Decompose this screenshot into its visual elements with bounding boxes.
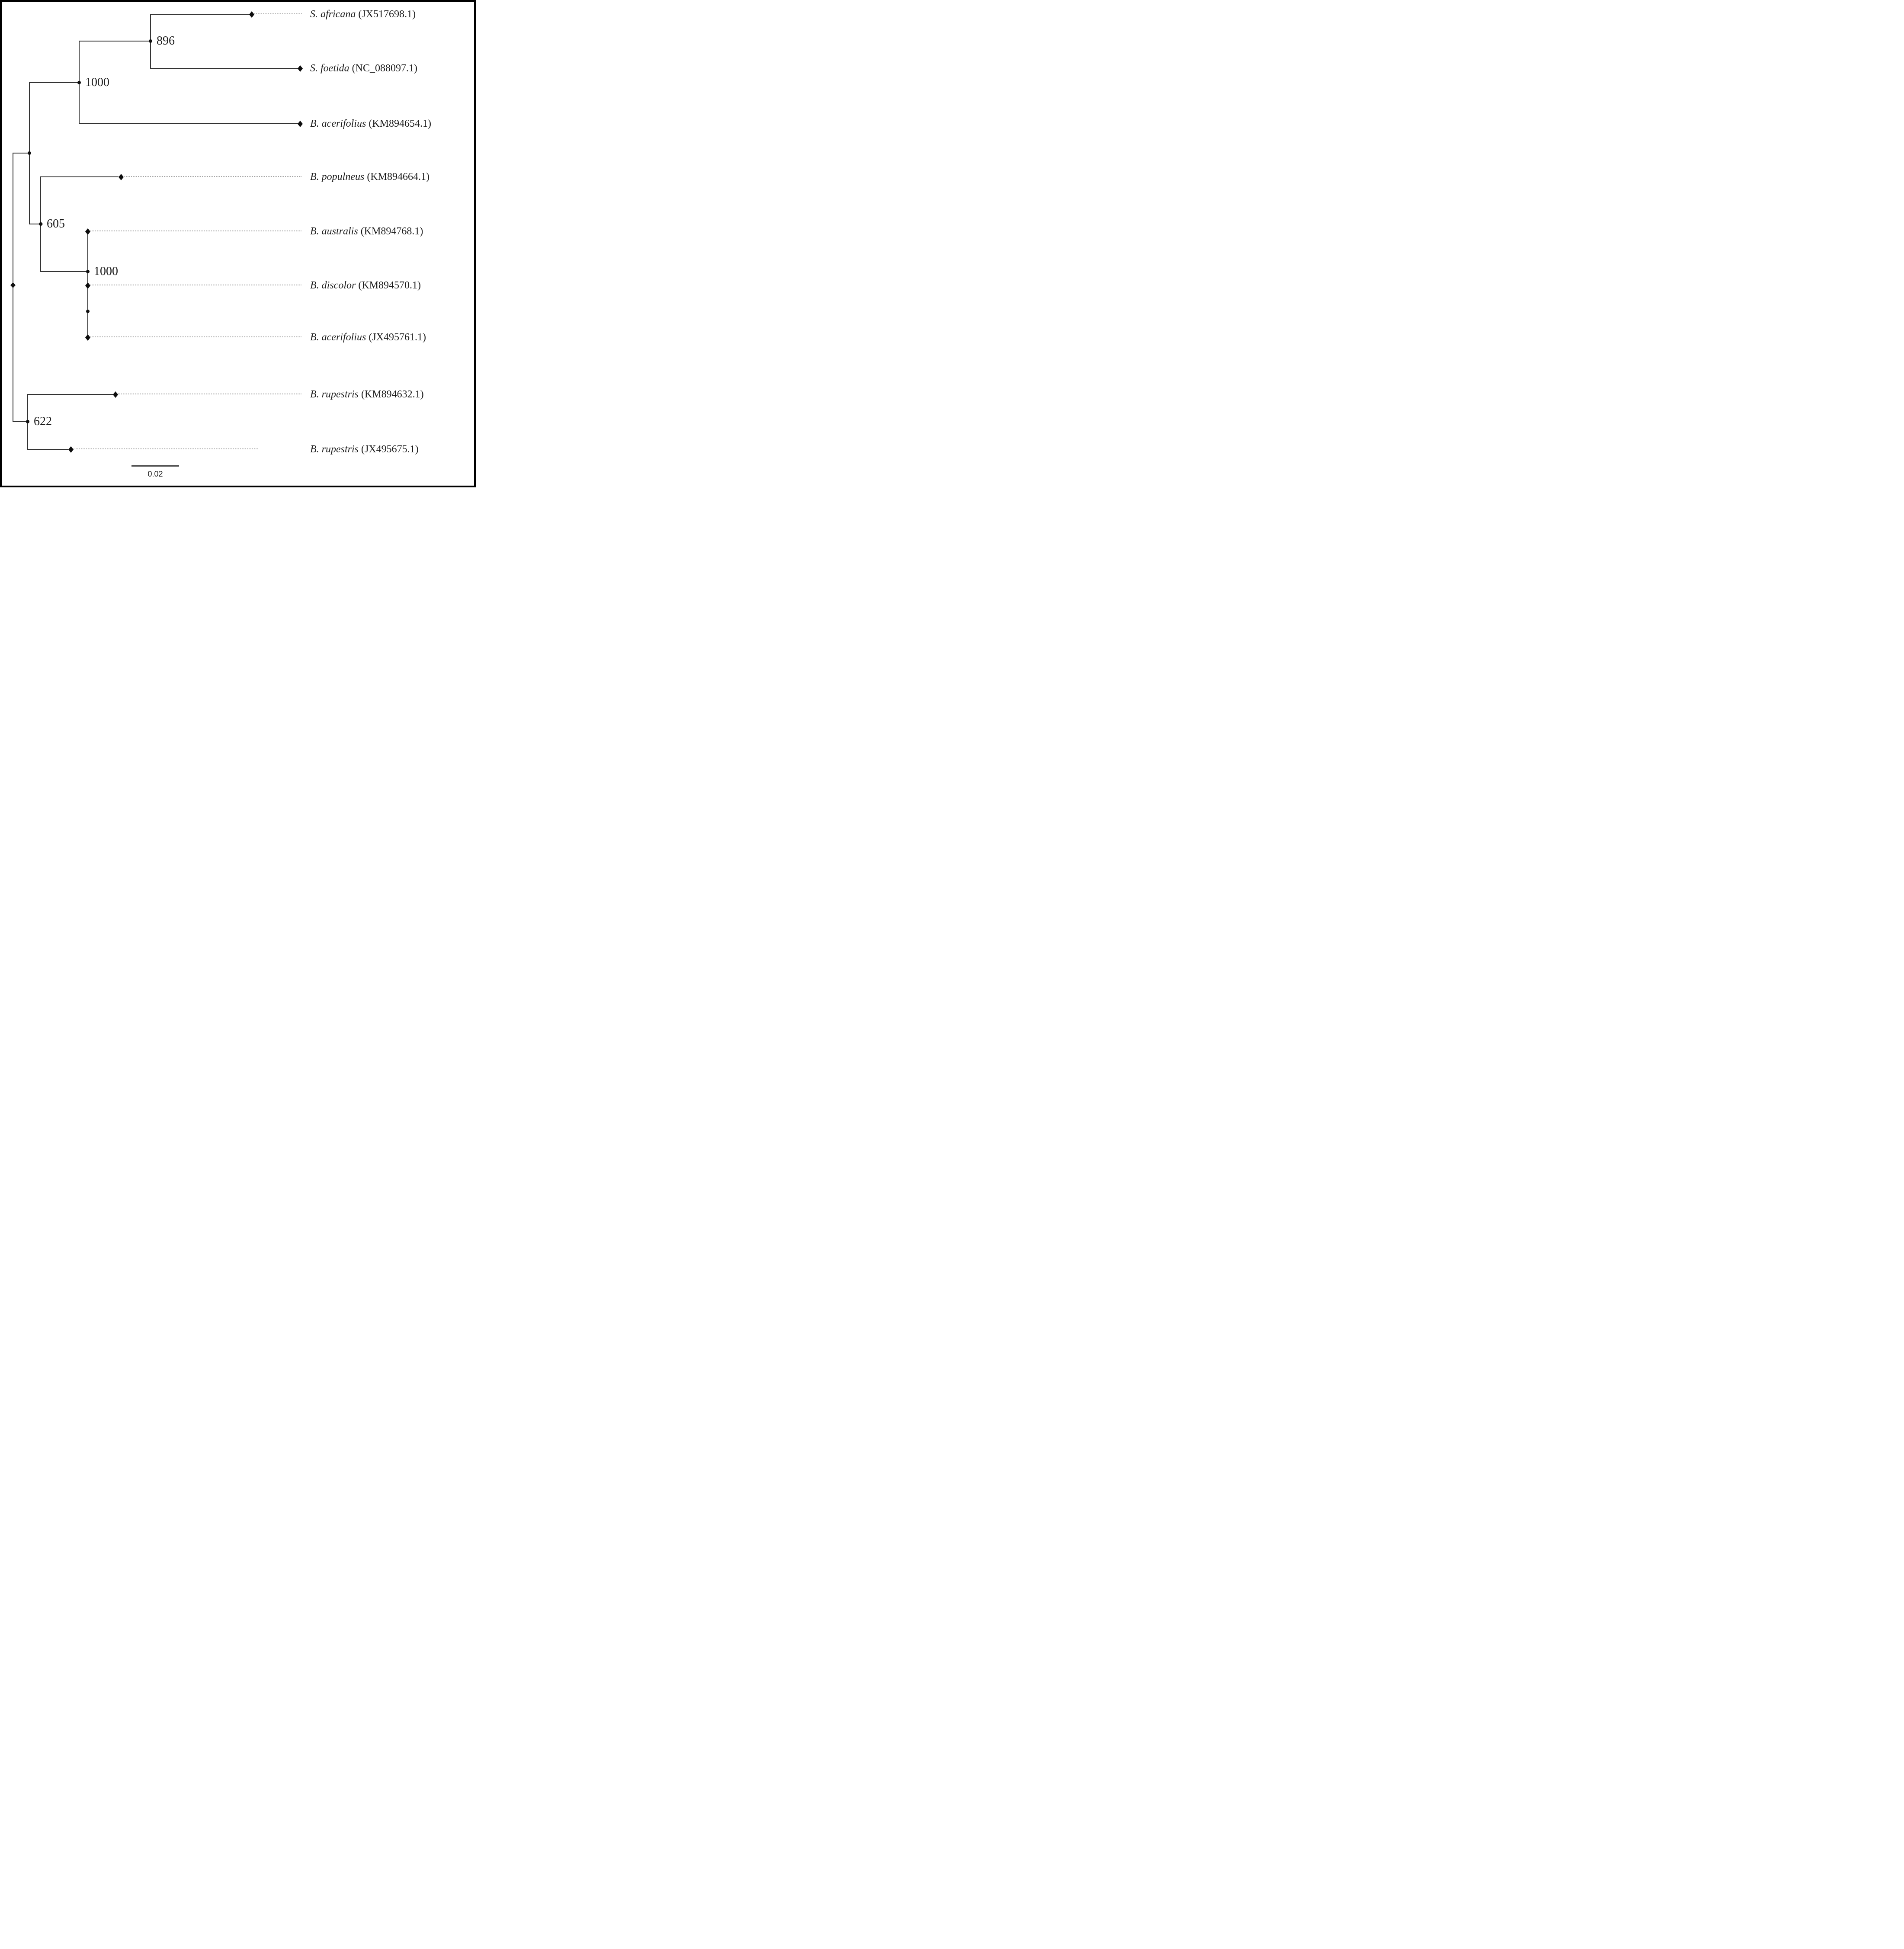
support-value-896: 896: [157, 34, 175, 48]
node-896-dot: [149, 39, 152, 43]
tip-diamond-b-rupestris-jx: [68, 446, 74, 453]
node-622-dot: [26, 420, 29, 423]
species-name: S. africana: [310, 9, 356, 20]
discolor-acerifolius-node-dot: [86, 310, 90, 313]
branch-s-foetida: [151, 68, 298, 69]
branch-to-node-622: [13, 421, 28, 422]
taxon-label-b-australis: B. australis (KM894768.1): [310, 224, 423, 238]
branch-b-rupestris-km: [28, 394, 113, 395]
support-value-1000-mid: 1000: [94, 265, 118, 278]
branch-to-node-896: [79, 41, 151, 42]
accession-number: (JX495675.1): [361, 444, 419, 455]
accession-number: (JX517698.1): [358, 9, 416, 20]
accession-number: (JX495761.1): [369, 332, 426, 343]
leader-b-rupestris-jx: [74, 448, 258, 449]
leader-s-africana: [254, 13, 302, 14]
support-value-622: 622: [34, 415, 52, 428]
branch-to-node-1000-mid: [41, 271, 88, 272]
taxon-label-b-acerifolius-km: B. acerifolius (KM894654.1): [310, 117, 431, 131]
taxon-label-b-rupestris-jx: B. rupestris (JX495675.1): [310, 442, 419, 456]
support-value-1000-top: 1000: [85, 76, 109, 89]
species-name: B. rupestris: [310, 444, 359, 455]
support-value-605: 605: [47, 217, 65, 230]
phylogenetic-tree-figure: 896 1000 605 1000 622 S. africana (JX517…: [0, 0, 476, 487]
tip-diamond-b-populneus: [119, 174, 124, 180]
taxon-label-b-acerifolius-jx: B. acerifolius (JX495761.1): [310, 330, 426, 344]
leader-b-australis: [90, 230, 301, 231]
tip-diamond-b-discolor: [85, 282, 90, 289]
accession-number: (KM894654.1): [369, 118, 431, 129]
accession-number: (KM894570.1): [358, 280, 421, 291]
species-name: B. discolor: [310, 280, 356, 291]
species-name: B. populneus: [310, 171, 365, 182]
taxon-label-s-africana: S. africana (JX517698.1): [310, 7, 416, 21]
taxon-label-b-discolor: B. discolor (KM894570.1): [310, 278, 421, 292]
species-name: S. foetida: [310, 63, 349, 74]
branch-b-rupestris-jx: [28, 449, 68, 450]
tip-diamond-b-rupestris-km: [113, 391, 118, 398]
accession-number: (KM894664.1): [367, 171, 430, 182]
species-name: B. acerifolius: [310, 118, 366, 129]
leader-b-acerifolius-jx: [90, 336, 301, 337]
accession-number: (NC_088097.1): [352, 63, 417, 74]
tip-diamond-s-africana: [249, 11, 254, 18]
species-name: B. australis: [310, 226, 358, 237]
taxon-label-b-rupestris-km: B. rupestris (KM894632.1): [310, 387, 424, 401]
taxon-label-b-populneus: B. populneus (KM894664.1): [310, 170, 430, 184]
accession-number: (KM894632.1): [361, 389, 424, 400]
leader-b-populneus: [124, 176, 301, 177]
species-name: B. acerifolius: [310, 332, 366, 343]
branch-to-node-1000-top: [29, 82, 79, 83]
branch-b-populneus: [41, 176, 119, 177]
branch-s-africana: [151, 14, 252, 15]
scale-bar: [131, 465, 179, 467]
node-1000-mid-dot: [86, 270, 90, 273]
accession-number: (KM894768.1): [360, 226, 423, 237]
node-605-diamond: [38, 221, 43, 227]
node-1000-top-dot: [77, 81, 81, 84]
taxon-label-s-foetida: S. foetida (NC_088097.1): [310, 61, 417, 75]
tip-diamond-s-foetida: [298, 65, 303, 72]
species-name: B. rupestris: [310, 389, 359, 400]
tip-diamond-b-australis: [85, 228, 90, 235]
root-to-upper-clade-branch: [13, 153, 29, 154]
scale-bar-label: 0.02: [147, 470, 163, 478]
root-diamond: [10, 282, 16, 288]
tip-diamond-b-acerifolius-jx: [85, 334, 90, 341]
upper-clade-node-dot: [28, 151, 31, 155]
branch-b-acerifolius-km: [79, 123, 298, 124]
tip-diamond-b-acerifolius-km: [298, 121, 303, 127]
